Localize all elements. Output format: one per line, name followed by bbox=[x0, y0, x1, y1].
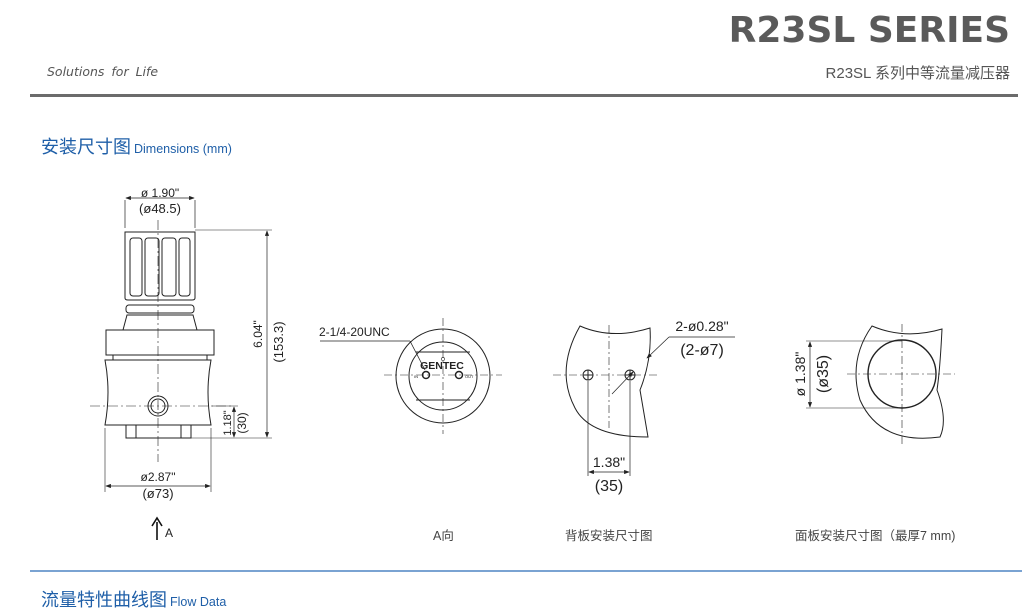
view-arrow-label: A bbox=[165, 526, 173, 540]
section-divider bbox=[30, 570, 1022, 572]
body-diameter-in: ø2.87" bbox=[141, 470, 176, 484]
front-panel-drawing bbox=[806, 324, 955, 446]
in-port-label: IN bbox=[414, 374, 418, 379]
body-diameter-mm: (ø73) bbox=[142, 486, 173, 501]
view-arrow-icon bbox=[151, 516, 163, 540]
dimensions-heading-cn: 安装尺寸图 bbox=[41, 137, 131, 157]
a-view-caption: A向 bbox=[433, 529, 454, 543]
panel-diameter-mm: (ø35) bbox=[815, 355, 832, 393]
dimensions-heading-en: Dimensions (mm) bbox=[134, 142, 232, 156]
thread-label: 2-1/4-20UNC bbox=[319, 325, 390, 339]
back-panel-caption: 背板安装尺寸图 bbox=[565, 529, 653, 543]
body-outline bbox=[104, 359, 212, 426]
height-mm: (153.3) bbox=[271, 321, 286, 362]
series-title: R23SL SERIES bbox=[728, 10, 1010, 51]
header-divider bbox=[30, 94, 1018, 97]
top-diameter-mm: (ø48.5) bbox=[139, 201, 181, 216]
knob-outline bbox=[124, 231, 196, 301]
hole-spacing-in: 1.38" bbox=[593, 454, 625, 470]
hole-spacing-mm: (35) bbox=[595, 478, 623, 495]
top-diameter-in: ø 1.90" bbox=[141, 186, 179, 200]
port-height-mm: (30) bbox=[235, 412, 249, 433]
back-panel-drawing bbox=[553, 325, 735, 476]
flow-heading-cn: 流量特性曲线图 bbox=[41, 590, 167, 610]
flow-heading-en: Flow Data bbox=[170, 595, 227, 609]
series-subtitle: R23SL 系列中等流量减压器 bbox=[825, 65, 1010, 82]
brand-label: GENTEC bbox=[420, 360, 464, 372]
out-port-label: OUT bbox=[465, 374, 474, 379]
side-view-drawing bbox=[90, 195, 272, 492]
tagline: Solutions for Life bbox=[47, 64, 159, 79]
hole-label-in: 2-ø0.28" bbox=[675, 318, 728, 334]
a-view-drawing bbox=[320, 318, 502, 434]
front-panel-caption: 面板安装尺寸图（最厚7 mm) bbox=[795, 529, 956, 543]
hole-label-mm: (2-ø7) bbox=[680, 342, 724, 359]
panel-diameter-in: ø 1.38" bbox=[792, 352, 808, 397]
height-in: 6.04" bbox=[251, 320, 265, 348]
port-height-in: 1.18" bbox=[222, 410, 234, 435]
